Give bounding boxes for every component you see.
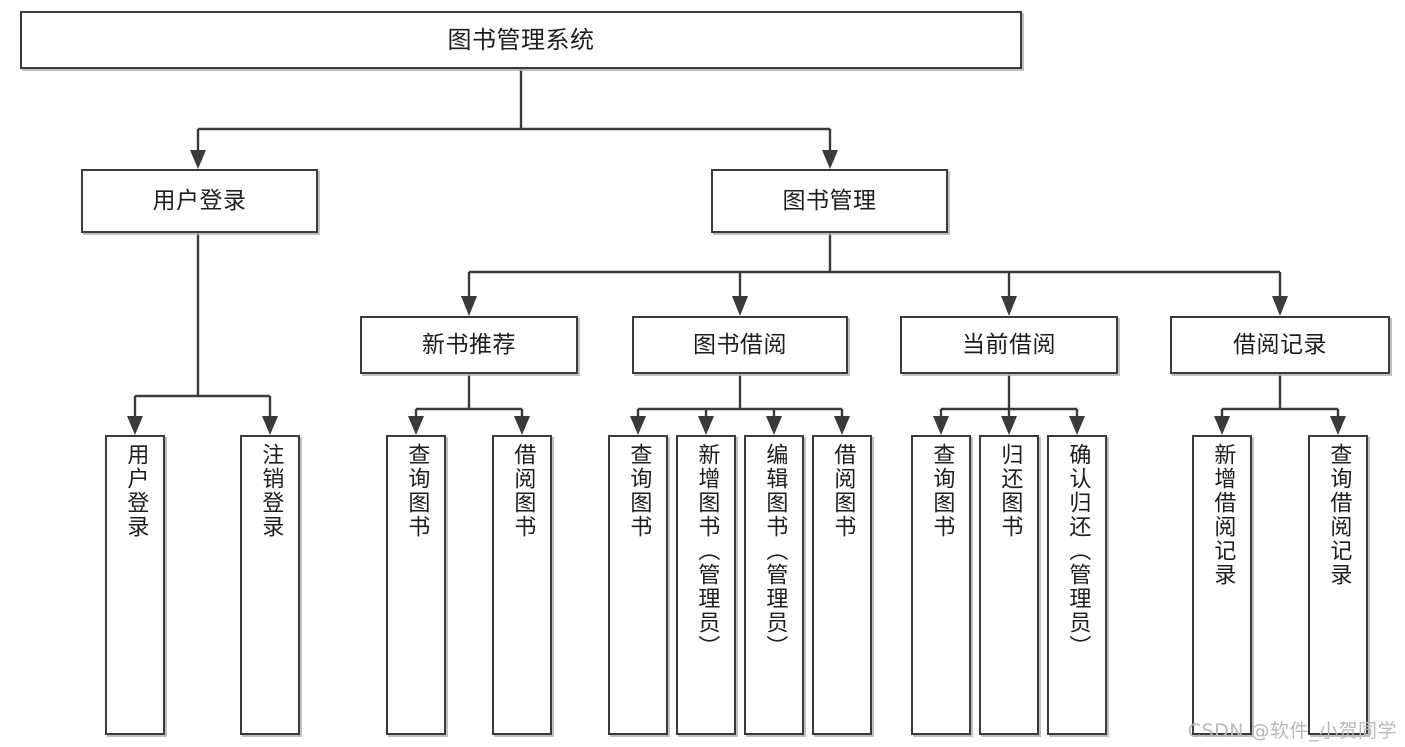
- node-label: 查询图书: [404, 443, 430, 539]
- arrow-bb-l3: [766, 416, 782, 435]
- arrow-bb-l2: [698, 416, 714, 435]
- node-label: 新增图书（管理员）: [694, 443, 720, 659]
- arrow-root-to-book-manage: [822, 150, 838, 169]
- node-label: 用户登录: [123, 443, 149, 539]
- leaf-query-book-3[interactable]: 查询图书: [911, 435, 971, 735]
- leaf-borrow-book-1[interactable]: 借阅图书: [492, 435, 552, 735]
- node-label: 新增借阅记录: [1210, 443, 1236, 587]
- arrow-nbr-l2: [514, 416, 530, 435]
- node-label: 借阅记录: [1233, 331, 1327, 358]
- arrow-bm-to-n3: [1001, 296, 1017, 316]
- arrow-br-l1: [1214, 416, 1230, 435]
- node-label: 图书借阅: [693, 331, 787, 358]
- node-label: 图书管理: [782, 187, 877, 214]
- node-label: 编辑图书（管理员）: [762, 443, 788, 659]
- arrow-cb-l3: [1069, 416, 1085, 435]
- arrow-bm-to-n1: [461, 296, 477, 316]
- node-label: 查询图书: [626, 443, 652, 539]
- leaf-add-book[interactable]: 新增图书（管理员）: [676, 435, 736, 735]
- arrow-bb-l1: [630, 416, 646, 435]
- leaf-confirm-return[interactable]: 确认归还（管理员）: [1047, 435, 1107, 735]
- node-borrow-record[interactable]: 借阅记录: [1170, 316, 1390, 374]
- arrow-bm-to-n2: [732, 296, 748, 316]
- node-new-book-rec[interactable]: 新书推荐: [360, 316, 578, 374]
- node-current-borrow[interactable]: 当前借阅: [900, 316, 1118, 374]
- node-label: 借阅图书: [510, 443, 536, 539]
- leaf-query-book-1[interactable]: 查询图书: [386, 435, 446, 735]
- node-label: 注销登录: [258, 443, 284, 539]
- leaf-query-book-2[interactable]: 查询图书: [608, 435, 668, 735]
- node-root-system[interactable]: 图书管理系统: [20, 11, 1022, 69]
- arrow-nbr-l1: [408, 416, 424, 435]
- leaf-return-book[interactable]: 归还图书: [979, 435, 1039, 735]
- arrow-user-login-l2: [262, 416, 278, 435]
- node-label: 确认归还（管理员）: [1065, 443, 1091, 659]
- node-label: 归还图书: [997, 443, 1023, 539]
- arrow-bb-l4: [834, 416, 850, 435]
- arrow-user-login-l1: [127, 416, 143, 435]
- leaf-query-record[interactable]: 查询借阅记录: [1308, 435, 1368, 735]
- node-label: 用户登录: [152, 187, 247, 214]
- arrow-root-to-user-login: [190, 150, 206, 169]
- node-label: 图书管理系统: [447, 26, 595, 54]
- leaf-user-login[interactable]: 用户登录: [105, 435, 165, 735]
- arrow-cb-l2: [1001, 416, 1017, 435]
- leaf-edit-book[interactable]: 编辑图书（管理员）: [744, 435, 804, 735]
- node-book-manage[interactable]: 图书管理: [711, 169, 948, 233]
- arrow-br-l2: [1330, 416, 1346, 435]
- watermark-text: CSDN @软件_小贺同学: [1187, 720, 1397, 742]
- node-label: 新书推荐: [422, 331, 516, 358]
- arrow-bm-to-n4: [1272, 296, 1288, 316]
- leaf-borrow-book-2[interactable]: 借阅图书: [812, 435, 872, 735]
- node-user-login[interactable]: 用户登录: [81, 169, 318, 233]
- node-label: 查询借阅记录: [1326, 443, 1352, 587]
- node-label: 查询图书: [929, 443, 955, 539]
- node-book-borrow[interactable]: 图书借阅: [632, 316, 848, 374]
- arrow-cb-l1: [933, 416, 949, 435]
- leaf-add-record[interactable]: 新增借阅记录: [1192, 435, 1252, 735]
- leaf-user-logout[interactable]: 注销登录: [240, 435, 300, 735]
- node-label: 借阅图书: [830, 443, 856, 539]
- node-label: 当前借阅: [962, 331, 1056, 358]
